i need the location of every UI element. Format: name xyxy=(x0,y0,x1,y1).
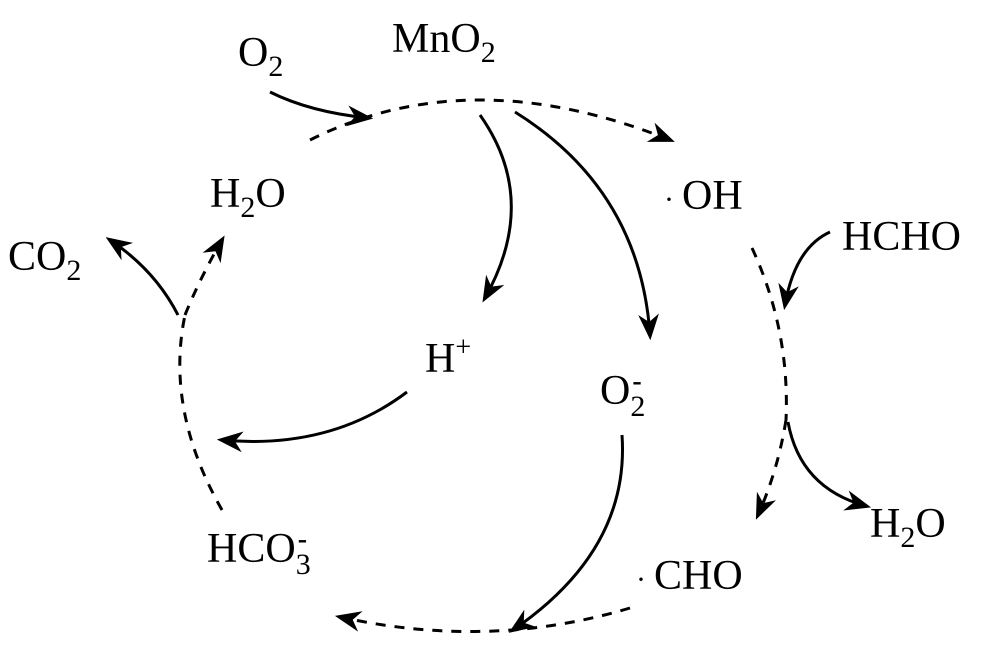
h-plus-label: H+ xyxy=(425,332,472,382)
cho-radical-label: ·CHO xyxy=(636,553,743,599)
arrow-o2-in xyxy=(269,90,374,127)
cycle-arc-left-upper xyxy=(183,235,225,316)
arrow-hcho-in xyxy=(778,230,831,311)
superoxide-label: O-2 xyxy=(600,366,646,423)
co2-label: CO2 xyxy=(8,234,82,287)
cycle-arc-top xyxy=(309,98,675,142)
h2o-left-label: H2O xyxy=(210,171,286,224)
cycle-arc-right-upper xyxy=(750,247,788,421)
arrow-mno2-to-superoxide xyxy=(514,110,659,341)
arrow-h-plus-to-left xyxy=(216,390,408,453)
arrow-mno2-to-h-plus xyxy=(478,114,513,303)
h2o-right-label: H2O xyxy=(870,501,946,554)
cycle-arc-left xyxy=(178,314,224,511)
oh-radical-label: ·OH xyxy=(664,173,743,219)
bicarbonate-label: HCO-3 xyxy=(207,524,311,581)
mno2-label: MnO2 xyxy=(392,16,496,69)
hcho-label: HCHO xyxy=(842,214,962,260)
cycle-arc-right-lower xyxy=(755,419,788,520)
cycle-arc-bottom xyxy=(334,606,631,634)
o2-label: O2 xyxy=(238,30,284,83)
arrow-superoxide-to-bottom xyxy=(508,434,625,633)
arrow-h2o-out xyxy=(786,421,872,511)
arrow-co2-out xyxy=(105,237,180,316)
